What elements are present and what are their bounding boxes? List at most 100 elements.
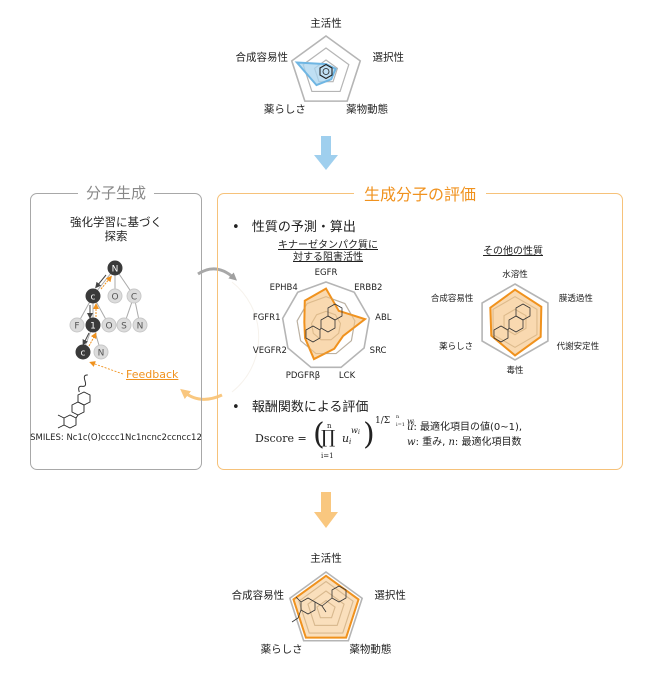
radar-axis-label: 合成容易性 <box>231 589 285 602</box>
radar-inner-ring <box>503 308 527 336</box>
kinase-heading: キナーゼタンパク質に 対する阻害活性 <box>278 240 378 264</box>
radar-axis-label: 膜透過性 <box>558 294 593 304</box>
radar-axis-label: 薬らしさ <box>263 103 306 116</box>
other-radar-molecule <box>493 303 531 343</box>
exponent-lower: i=1 <box>396 422 405 428</box>
kinase-inhibition-radar <box>281 281 371 369</box>
tree-node: C <box>126 288 142 304</box>
tree-node-label: c <box>91 293 96 303</box>
radar-inner-ring <box>316 600 336 619</box>
feedback-link[interactable]: Feedback <box>126 368 179 381</box>
tree-node: N <box>132 317 148 333</box>
formula-lhs: Dscore = <box>255 432 307 445</box>
molecule-evaluation-panel: 生成分子の評価 <box>217 181 623 470</box>
radar-inner-ring <box>298 581 354 634</box>
tree-node-label: N <box>137 322 144 332</box>
section-title: 性質の予測・算出 <box>251 220 356 235</box>
tree-node: c <box>85 288 101 304</box>
tree-node: S <box>116 317 132 333</box>
dscore-formula: Dscore = ( n ∏ i=1 u i w i ) 1/Σ n i=1 w… <box>255 414 505 468</box>
optimized-molecule-structure <box>291 585 347 623</box>
reward-function-heading: • 報酬関数による評価 <box>232 396 368 415</box>
bullet-icon: • <box>232 220 240 235</box>
tree-node-label: c <box>81 349 86 359</box>
radar-axis-label: ABL <box>375 313 392 324</box>
formula-legend: u: 最適化項目の値(0~1), w: 重み, n: 最適化項目数 <box>407 420 522 450</box>
radar-inner-ring <box>492 296 538 348</box>
tree-node: F <box>69 317 85 333</box>
radar-axis-label: VEGFR2 <box>252 346 287 356</box>
radar-axis-label: 薬らしさ <box>260 643 303 656</box>
exponent-upper: n <box>396 414 400 420</box>
radar-data-polygon <box>292 574 360 639</box>
tree-node: c <box>75 344 91 360</box>
section-title: 報酬関数による評価 <box>251 400 369 415</box>
exponent: 1/Σ <box>375 416 391 426</box>
radar-inner-ring <box>296 296 356 354</box>
tree-node-label: N <box>112 265 119 275</box>
radar-axis-label: 薬物動態 <box>346 103 389 116</box>
radar-axis-label: 選択性 <box>372 51 404 64</box>
generated-molecule-structure <box>57 391 91 429</box>
radar-data-polygon <box>489 288 543 357</box>
product-symbol: ∏ <box>321 427 336 448</box>
kinase-heading-line-1: キナーゼタンパク質に <box>278 240 378 251</box>
radar-axis-label: 選択性 <box>374 589 406 602</box>
evaluation-panel-title: 生成分子の評価 <box>353 181 487 205</box>
tree-node: O <box>107 288 123 304</box>
radar-axis-label: FGFR1 <box>252 313 281 324</box>
subtitle-line-1: 強化学習に基づく <box>70 215 162 229</box>
molecule-generation-panel: 分子生成 <box>30 182 202 470</box>
tree-node: O <box>101 317 117 333</box>
radar-inner-ring <box>311 310 341 341</box>
tree-node-label: S <box>121 322 127 332</box>
right-paren: ) <box>363 417 375 452</box>
radar-axis-label: 主活性 <box>310 552 342 565</box>
other-properties-heading: その他の性質 <box>483 246 543 257</box>
tree-node-label: 1 <box>90 322 96 332</box>
term-sub: i <box>349 438 352 446</box>
down-arrow-orange-icon <box>314 492 338 528</box>
exponent-tail-sub: i <box>413 421 415 427</box>
tree-node-label: C <box>131 293 137 303</box>
radar-inner-ring <box>307 590 345 626</box>
radar-axis-label: EGFR <box>314 268 338 278</box>
radar-axis-label: 合成容易性 <box>235 51 289 64</box>
down-arrow-blue-icon <box>314 136 338 170</box>
legend-line-2: w: 重み, n: 最適化項目数 <box>407 437 522 448</box>
term-u: u <box>342 432 350 445</box>
legend-line-1: u: 最適化項目の値(0~1), <box>407 422 523 433</box>
radar-axis-label: 代謝安定性 <box>556 342 600 352</box>
radar-axis-label: 薬物動態 <box>349 643 392 656</box>
tree-node-label: O <box>111 293 118 303</box>
tree-node-label: F <box>74 322 79 332</box>
wavy-line-icon <box>78 374 88 393</box>
product-lower: i=1 <box>321 452 334 460</box>
radar-axis-label: 毒性 <box>506 366 524 376</box>
tree-node-label: O <box>105 322 112 332</box>
benzene-ring-icon <box>319 63 333 80</box>
tree-node-label: N <box>98 349 105 359</box>
term-sup-sub: i <box>358 429 360 436</box>
smiles-string: SMILES: Nc1c(O)cccc1Nc1ncnc2ccncc12 <box>30 433 202 443</box>
radar-axis-label: EPHB4 <box>269 283 298 294</box>
radar-axis-label: SRC <box>369 346 387 356</box>
kinase-heading-line-2: 対する阻害活性 <box>293 252 363 263</box>
property-prediction-heading: • 性質の予測・算出 <box>232 216 356 235</box>
kinase-radar-molecule <box>305 303 343 343</box>
generation-panel-title: 分子生成 <box>77 182 155 203</box>
product-upper: n <box>327 422 332 430</box>
radar-axis-label: 水溶性 <box>502 270 528 280</box>
radar-axis-label: PDGFRβ <box>285 371 321 382</box>
tree-node: N <box>107 260 123 276</box>
left-paren: ( <box>313 417 325 452</box>
generation-subtitle: 強化学習に基づく 探索 <box>30 215 202 243</box>
exponent-tail: w <box>407 417 414 426</box>
radar-axis-label: LCK <box>338 371 356 382</box>
tree-node: 1 <box>85 317 101 333</box>
radar-axis-label: 薬らしさ <box>439 342 474 352</box>
tree-node: N <box>93 344 109 360</box>
radar-axis-label: ERBB2 <box>354 283 383 294</box>
radar-axis-label: 合成容易性 <box>430 294 474 304</box>
